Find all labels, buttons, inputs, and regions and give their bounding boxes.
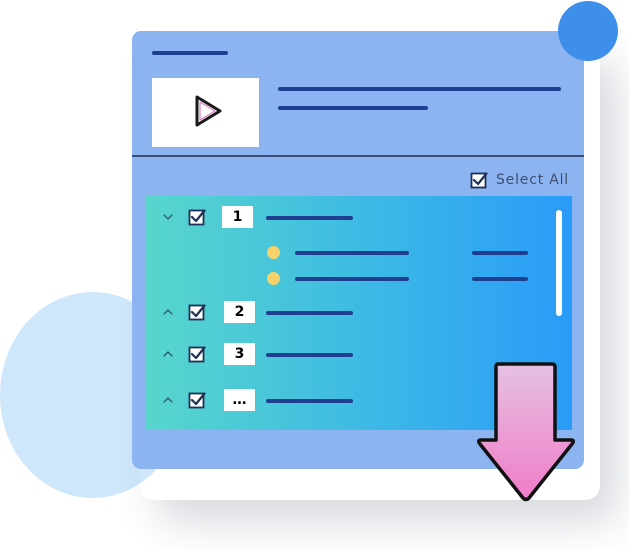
row-title-placeholder (266, 216, 353, 220)
chevron-up-icon[interactable] (162, 306, 174, 318)
status-dot (267, 272, 280, 285)
play-icon (195, 95, 222, 127)
row-index-label: … (224, 389, 255, 411)
section-divider (132, 155, 584, 157)
checkbox-checked-icon[interactable] (188, 391, 206, 409)
status-dot (267, 246, 280, 259)
checkbox-checked-icon[interactable] (188, 303, 206, 321)
sub-item-meta-placeholder (472, 251, 528, 255)
media-title-placeholder (278, 87, 561, 91)
select-all-label: Select All (496, 172, 569, 188)
sub-item-1[interactable] (146, 246, 572, 260)
sub-item-2[interactable] (146, 272, 572, 286)
checkbox-checked-icon[interactable] (188, 208, 206, 226)
sub-item-title-placeholder (295, 251, 409, 255)
sub-item-title-placeholder (295, 277, 409, 281)
row-title-placeholder (266, 353, 353, 357)
list-scrollbar[interactable] (556, 210, 562, 316)
header-title-placeholder (152, 51, 228, 55)
select-all-control[interactable]: Select All (470, 170, 569, 190)
chevron-up-icon[interactable] (162, 394, 174, 406)
sub-item-meta-placeholder (472, 277, 528, 281)
arrow-down-icon (476, 362, 576, 502)
row-index-label: 1 (222, 206, 253, 228)
tree-row-3[interactable]: 3 (146, 342, 572, 368)
media-subtitle-placeholder (278, 106, 428, 110)
tree-row-1[interactable]: 1 (146, 205, 572, 231)
tree-row-2[interactable]: 2 (146, 300, 572, 326)
tree-row-more[interactable]: … (146, 388, 572, 414)
chevron-up-icon[interactable] (162, 348, 174, 360)
checkbox-checked-icon[interactable] (188, 345, 206, 363)
checkbox-checked-icon[interactable] (470, 171, 488, 189)
video-thumbnail[interactable] (152, 78, 259, 147)
chevron-down-icon[interactable] (162, 211, 174, 223)
row-title-placeholder (266, 399, 353, 403)
row-index-label: 3 (224, 343, 255, 365)
accent-circle (558, 1, 618, 61)
row-index-label: 2 (224, 301, 255, 323)
row-title-placeholder (266, 311, 353, 315)
